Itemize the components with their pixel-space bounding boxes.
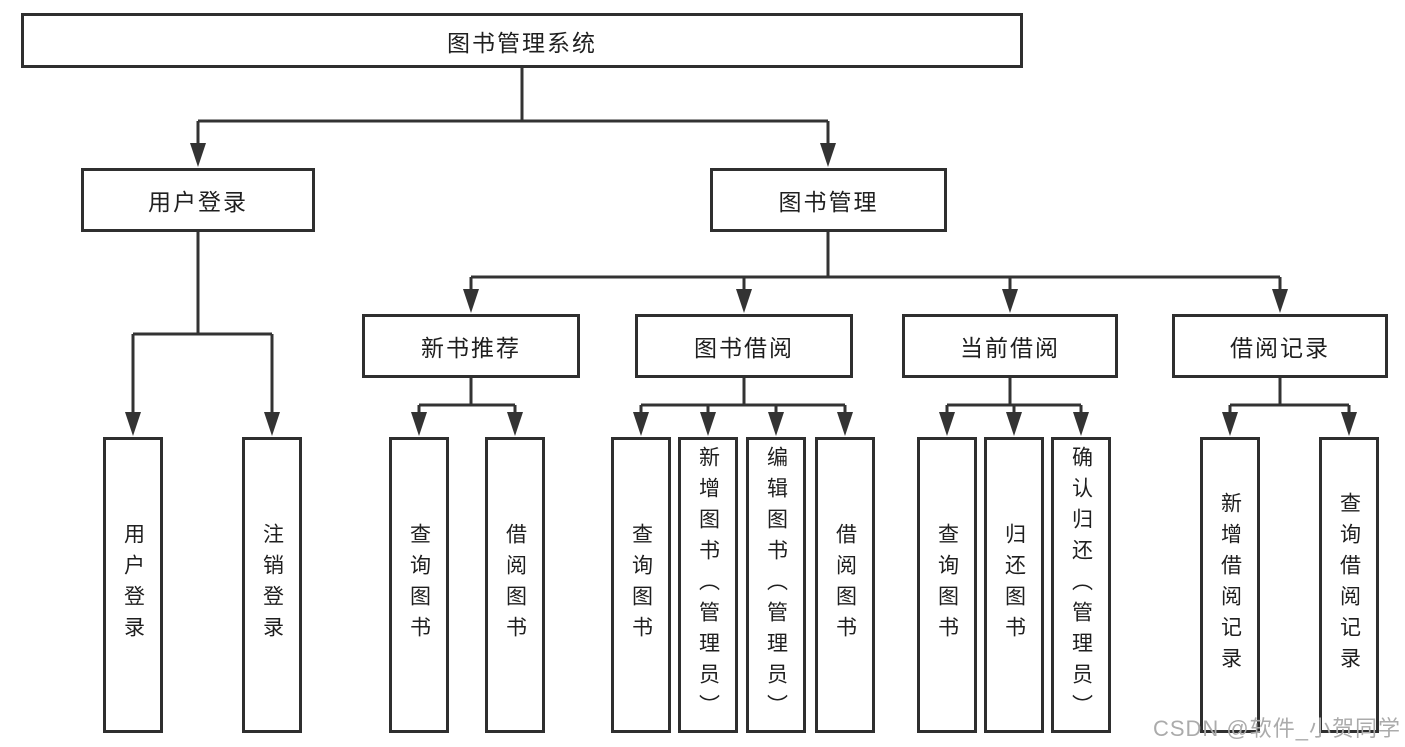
leaf-return-books: 归还图书: [984, 437, 1044, 733]
leaf-query-borrow-record: 查询借阅记录: [1319, 437, 1379, 733]
leaf-add-books-admin: 新增图书（管理员）: [678, 437, 738, 733]
node-new-book-recommend-label: 新书推荐: [421, 335, 521, 361]
leaf-edit-books-admin: 编辑图书（管理员）: [746, 437, 806, 733]
leaf-user-login: 用户登录: [103, 437, 163, 733]
leaf-query-books-3-label: 查询图书: [935, 523, 959, 647]
leaf-add-borrow-record: 新增借阅记录: [1200, 437, 1260, 733]
leaf-logout-label: 注销登录: [260, 523, 284, 647]
node-book-borrow: 图书借阅: [635, 314, 853, 378]
node-book-management-label: 图书管理: [778, 189, 879, 215]
leaf-confirm-return-admin: 确认归还（管理员）: [1051, 437, 1111, 733]
node-user-login-label: 用户登录: [148, 189, 248, 215]
leaf-borrow-books-1-label: 借阅图书: [503, 523, 527, 647]
arrowheads: [125, 143, 1357, 436]
leaf-query-borrow-record-label: 查询借阅记录: [1337, 492, 1361, 678]
leaf-borrow-books-1: 借阅图书: [485, 437, 545, 733]
leaf-confirm-return-admin-label: 确认归还（管理员）: [1069, 445, 1093, 725]
node-user-login: 用户登录: [81, 168, 315, 232]
leaf-add-books-admin-label: 新增图书（管理员）: [696, 445, 720, 725]
node-library-system: 图书管理系统: [21, 13, 1023, 68]
leaf-query-books-2-label: 查询图书: [629, 523, 653, 647]
leaf-query-books-3: 查询图书: [917, 437, 977, 733]
csdn-watermark: CSDN @软件_小贺同学: [1152, 716, 1401, 741]
node-book-management: 图书管理: [710, 168, 947, 232]
node-borrow-records-label: 借阅记录: [1230, 335, 1330, 361]
leaf-query-books-2: 查询图书: [611, 437, 671, 733]
node-library-system-label: 图书管理系统: [447, 29, 597, 56]
leaf-borrow-books-2: 借阅图书: [815, 437, 875, 733]
node-new-book-recommend: 新书推荐: [362, 314, 580, 378]
leaf-user-login-label: 用户登录: [121, 523, 145, 647]
leaf-query-books-1-label: 查询图书: [407, 523, 431, 647]
node-borrow-records: 借阅记录: [1172, 314, 1388, 378]
leaf-borrow-books-2-label: 借阅图书: [833, 523, 857, 647]
leaf-logout: 注销登录: [242, 437, 302, 733]
leaf-query-books-1: 查询图书: [389, 437, 449, 733]
node-book-borrow-label: 图书借阅: [694, 335, 794, 361]
leaf-edit-books-admin-label: 编辑图书（管理员）: [764, 445, 788, 725]
node-current-borrow: 当前借阅: [902, 314, 1118, 378]
leaf-return-books-label: 归还图书: [1002, 523, 1026, 647]
node-current-borrow-label: 当前借阅: [960, 335, 1060, 361]
leaf-add-borrow-record-label: 新增借阅记录: [1218, 492, 1242, 678]
